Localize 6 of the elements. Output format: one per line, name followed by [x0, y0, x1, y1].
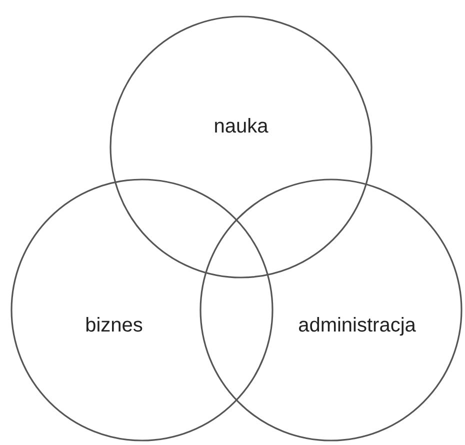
venn-circle — [199, 178, 463, 442]
venn-circle — [10, 178, 274, 442]
venn-circle — [109, 15, 373, 279]
circle-label: administracja — [298, 314, 416, 338]
circle-label: nauka — [214, 116, 268, 138]
circle-label: biznes — [85, 314, 143, 338]
